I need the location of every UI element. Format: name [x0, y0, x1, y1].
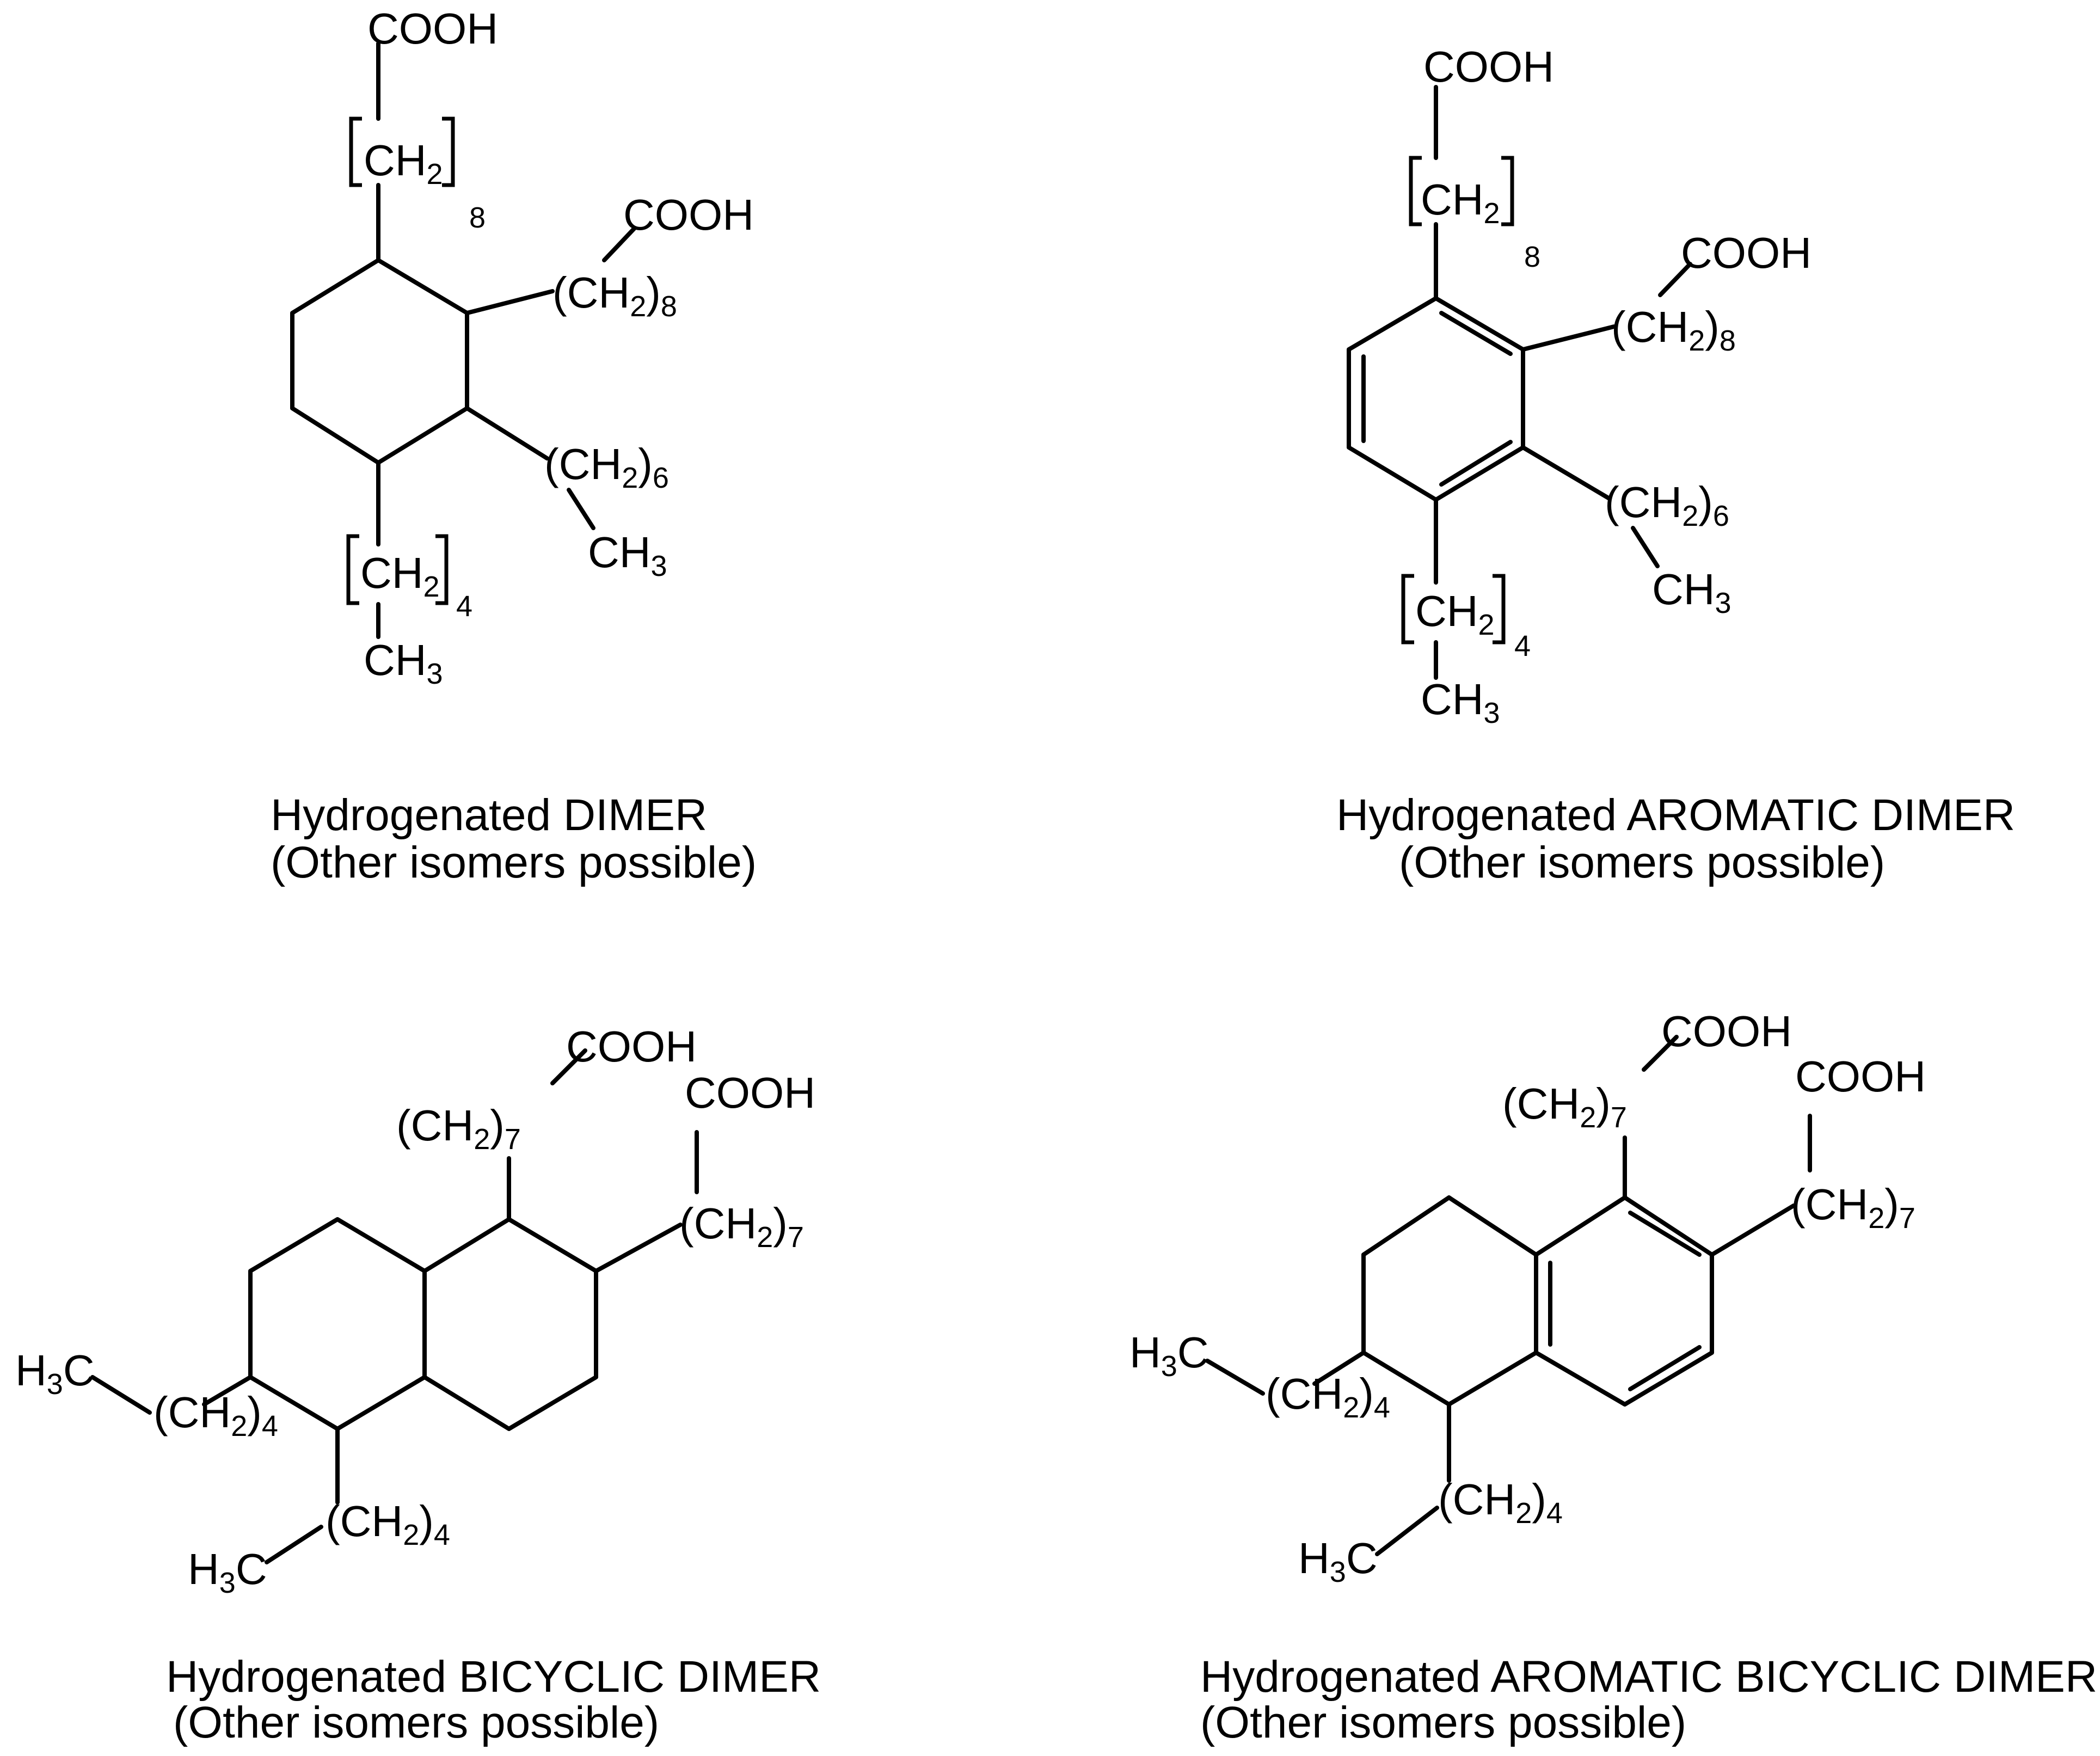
bracket-right-top	[1501, 156, 1514, 226]
tetralin-rings	[1361, 1195, 1714, 1407]
cooh-top-label: COOH	[367, 4, 498, 53]
decalin-rings	[248, 1217, 598, 1431]
ch2-bracket-bottom-label: CH2	[360, 549, 440, 603]
chain-right-label: (CH2)8	[552, 268, 677, 323]
caption-note: (Other isomers possible)	[1200, 1698, 1686, 1747]
bracket-left-bottom	[1401, 574, 1414, 644]
chain-b-label: (CH2)7	[1791, 1180, 1915, 1235]
benzene-ring	[1347, 296, 1525, 502]
bracket-bottom-count: 4	[1514, 630, 1531, 662]
chain-a-label: (CH2)7	[1502, 1079, 1627, 1134]
bonds	[1434, 85, 1692, 680]
chain-a-label: (CH2)7	[396, 1101, 521, 1156]
panel-hydrogenated-bicyclic-dimer: COOH (CH2)7 COOH (CH2)7 H3C (CH2)4 (CH2)…	[15, 1022, 821, 1747]
caption-note: (Other isomers possible)	[1399, 838, 1885, 887]
h3c-lower-label: H3C	[188, 1545, 267, 1599]
panel-hydrogenated-dimer: COOH CH2 8 COOH (CH2)8 (CH2)6 CH3 CH2 4 …	[271, 4, 757, 887]
bracket-right-top	[442, 116, 455, 187]
cooh-a-label: COOH	[566, 1022, 697, 1071]
h3c-upper-label: H3C	[15, 1346, 95, 1401]
h3c-upper-label: H3C	[1129, 1328, 1209, 1383]
bracket-right-bottom	[1493, 574, 1506, 644]
h3c-lower-label: H3C	[1298, 1534, 1378, 1588]
chain-lower-label: (CH2)6	[544, 440, 669, 494]
ch3-bottom-label: CH3	[364, 636, 443, 690]
ch3-right-label: CH3	[1652, 565, 1731, 619]
caption-note: (Other isomers possible)	[271, 838, 757, 887]
panel-hydrogenated-aromatic-bicyclic-dimer: COOH (CH2)7 COOH (CH2)7 H3C (CH2)4 (CH2)…	[1129, 1007, 2097, 1747]
caption-title: Hydrogenated AROMATIC BICYCLIC DIMER	[1200, 1652, 2097, 1702]
ch2-bracket-top-label: CH2	[1421, 175, 1500, 230]
cyclohexane-ring	[290, 258, 469, 465]
bonds	[1205, 1035, 1812, 1556]
cooh-right-label: COOH	[1681, 229, 1812, 277]
bonds	[90, 1048, 699, 1564]
bracket-bottom-count: 4	[456, 590, 472, 623]
cooh-right-label: COOH	[623, 191, 754, 239]
bracket-top-count: 8	[469, 201, 486, 234]
ch2-bracket-bottom-label: CH2	[1415, 587, 1495, 641]
bracket-left-top	[1409, 156, 1422, 226]
cooh-b-label: COOH	[1795, 1052, 1926, 1101]
bonds	[376, 41, 636, 639]
bracket-left-top	[349, 116, 362, 187]
ch3-bottom-label: CH3	[1421, 675, 1500, 729]
ch2-bracket-top-label: CH2	[364, 136, 443, 191]
caption-title: Hydrogenated BICYCLIC DIMER	[166, 1652, 821, 1702]
chain-c-label: (CH2)4	[153, 1388, 278, 1442]
chain-right-label: (CH2)8	[1611, 303, 1736, 357]
bracket-left-bottom	[346, 534, 359, 605]
chain-d-label: (CH2)4	[326, 1497, 450, 1551]
caption-title: Hydrogenated DIMER	[271, 790, 707, 840]
caption-title: Hydrogenated AROMATIC DIMER	[1336, 790, 2015, 840]
cooh-top-label: COOH	[1423, 42, 1554, 91]
chain-c-label: (CH2)4	[1266, 1370, 1390, 1424]
bracket-right-bottom	[435, 534, 449, 605]
bracket-top-count: 8	[1524, 241, 1540, 273]
cooh-a-label: COOH	[1661, 1007, 1792, 1055]
panel-hydrogenated-aromatic-dimer: COOH CH2 8 COOH (CH2)8 (CH2)6 CH3 CH2 4 …	[1336, 42, 2015, 887]
chain-b-label: (CH2)7	[679, 1199, 804, 1254]
ch3-right-label: CH3	[588, 528, 667, 582]
caption-note: (Other isomers possible)	[173, 1698, 659, 1747]
chain-d-label: (CH2)4	[1438, 1475, 1563, 1530]
chain-lower-label: (CH2)6	[1605, 478, 1729, 532]
cooh-b-label: COOH	[685, 1069, 815, 1117]
